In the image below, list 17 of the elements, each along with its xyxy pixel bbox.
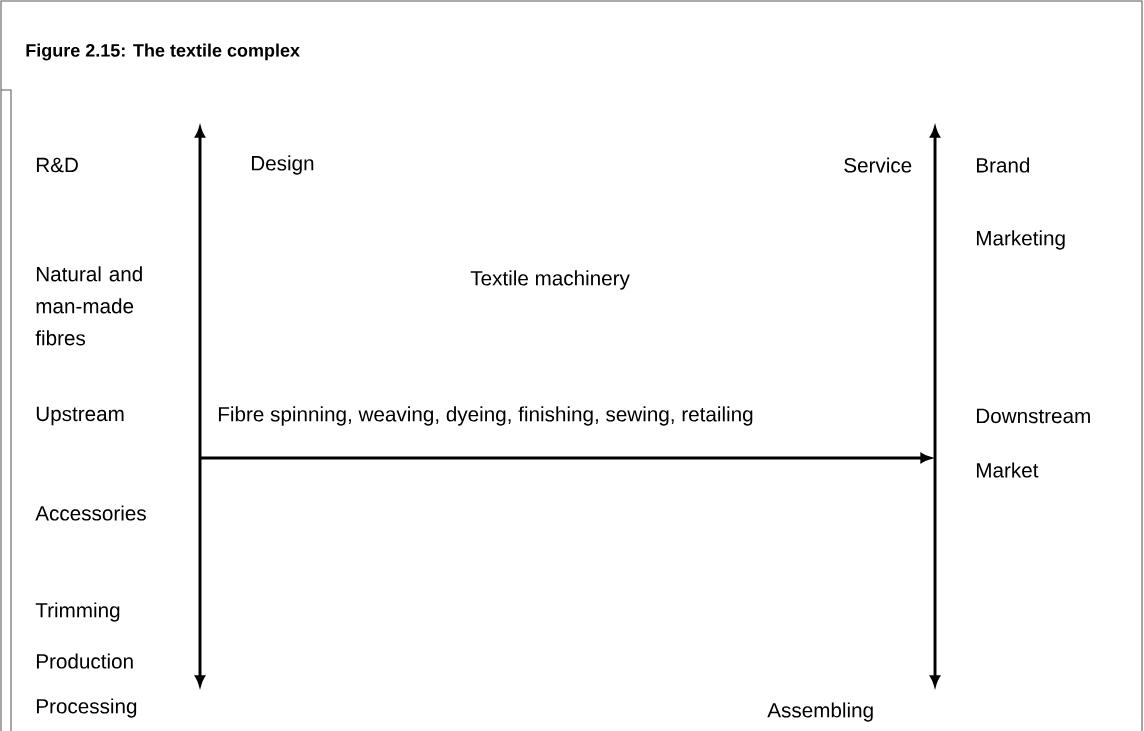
label: Downstream (977, 408, 1090, 424)
label: Processing (36, 698, 137, 718)
label: Natural and man-made fibres (35, 266, 142, 346)
label: Marketing (977, 230, 1065, 250)
label: Design (251, 155, 314, 175)
label: Textile machinery (470, 270, 630, 290)
label: Market (977, 462, 1039, 478)
label: Brand (977, 157, 1030, 173)
label: Trimming (35, 602, 120, 622)
label: Accessories (35, 505, 146, 521)
label: Service (844, 157, 912, 173)
label: Fibre spinning, weaving, dyeing, finishing, sewing, retailing (218, 406, 753, 426)
label: Assembling (767, 702, 873, 722)
label: Production (36, 653, 133, 669)
figure-title: Figure 2.15: The textile complex (26, 43, 300, 61)
label: R&D (36, 157, 78, 173)
label: Upstream (36, 406, 124, 426)
